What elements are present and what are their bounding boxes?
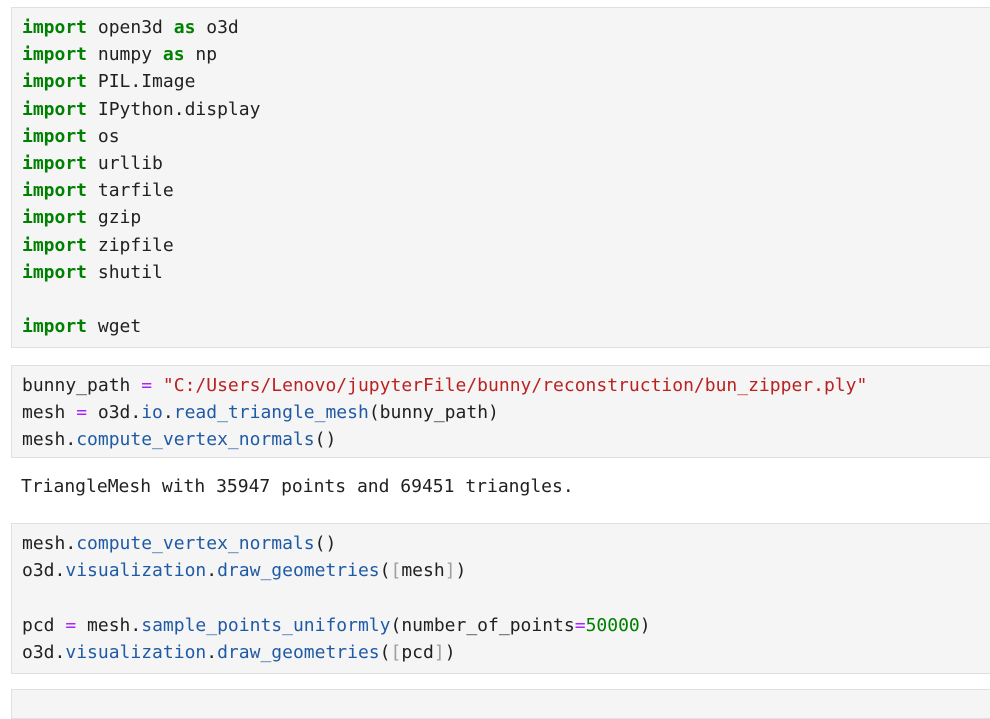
code-token: import xyxy=(22,17,88,38)
code-token: () xyxy=(314,533,337,554)
code-token: mesh. xyxy=(76,614,142,636)
code-line: import open3d as o3d xyxy=(22,14,990,41)
code-token: sample_points_uniformly xyxy=(141,614,391,636)
code-token: shutil xyxy=(87,261,163,283)
code-token: numpy xyxy=(87,44,163,66)
code-line: import PIL.Image xyxy=(22,68,990,95)
code-token: ) xyxy=(639,614,651,636)
code-line: bunny_path = "C:/Users/Lenovo/jupyterFil… xyxy=(22,372,990,399)
code-token: = xyxy=(141,375,153,396)
code-line: mesh.compute_vertex_normals() xyxy=(22,426,990,453)
code-token: = xyxy=(76,402,88,424)
code-line: import zipfile xyxy=(22,232,990,259)
code-token: visualization xyxy=(65,641,207,663)
code-cell-empty[interactable] xyxy=(11,689,990,719)
code-token: mesh xyxy=(22,402,77,424)
code-line: ​ xyxy=(22,584,990,611)
code-cell-load-mesh[interactable]: bunny_path = "C:/Users/Lenovo/jupyterFil… xyxy=(11,365,990,458)
code-token: ( xyxy=(379,641,391,663)
code-token: visualization xyxy=(65,560,207,582)
output-text: TriangleMesh with 35947 points and 69451… xyxy=(21,476,574,497)
code-token: zipfile xyxy=(87,234,174,256)
code-token: draw_geometries xyxy=(217,641,380,663)
code-token: compute_vertex_normals xyxy=(76,429,315,451)
code-token: pcd xyxy=(22,614,66,636)
code-token: ) xyxy=(455,560,467,582)
code-token: io xyxy=(141,402,163,424)
code-token: o3d xyxy=(195,17,239,38)
code-token: IPython.display xyxy=(87,98,261,120)
code-line: import os xyxy=(22,123,990,150)
code-token: gzip xyxy=(87,207,142,229)
code-token: pcd xyxy=(401,641,434,663)
code-token: tarfile xyxy=(87,180,174,202)
code-line: import urllib xyxy=(22,150,990,177)
code-token: os xyxy=(87,125,120,147)
code-token: 50000 xyxy=(585,614,640,636)
code-token: import xyxy=(22,44,88,66)
code-token: import xyxy=(22,316,88,338)
code-token: [ xyxy=(390,560,402,582)
code-token: ) xyxy=(444,641,456,663)
code-line: import numpy as np xyxy=(22,41,990,68)
code-token: as xyxy=(173,17,196,38)
code-token: . xyxy=(206,641,218,663)
code-line: o3d.visualization.draw_geometries([mesh]… xyxy=(22,557,990,584)
code-line: import wget xyxy=(22,313,990,340)
cell-output: TriangleMesh with 35947 points and 69451… xyxy=(11,465,990,515)
code-token: import xyxy=(22,234,88,256)
code-token: read_triangle_mesh xyxy=(173,402,369,424)
code-token: import xyxy=(22,125,88,147)
code-token: import xyxy=(22,98,88,120)
code-token: ( xyxy=(379,560,391,582)
code-token: o3d. xyxy=(22,560,66,582)
code-token: import xyxy=(22,71,88,93)
code-token: urllib xyxy=(87,152,163,174)
code-token: compute_vertex_normals xyxy=(76,533,315,554)
code-editor[interactable]: bunny_path = "C:/Users/Lenovo/jupyterFil… xyxy=(22,372,990,454)
code-line: ​ xyxy=(22,286,990,313)
code-token: o3d. xyxy=(87,402,142,424)
code-token: import xyxy=(22,261,88,283)
code-token: mesh. xyxy=(22,429,77,451)
code-token: () xyxy=(314,429,337,451)
code-token: o3d. xyxy=(22,641,66,663)
code-token: as xyxy=(162,44,185,66)
code-token: PIL.Image xyxy=(87,71,196,93)
code-line: mesh = o3d.io.read_triangle_mesh(bunny_p… xyxy=(22,399,990,426)
code-line: import shutil xyxy=(22,259,990,286)
code-line: pcd = mesh.sample_points_uniformly(numbe… xyxy=(22,612,990,639)
code-token xyxy=(152,375,163,396)
code-line: mesh.compute_vertex_normals() xyxy=(22,530,990,557)
code-token: . xyxy=(162,402,174,424)
code-token: ] xyxy=(444,560,456,582)
code-token: import xyxy=(22,152,88,174)
code-token: (number_of_points xyxy=(390,614,575,636)
code-token: (bunny_path) xyxy=(368,402,499,424)
code-token: = xyxy=(65,614,77,636)
code-token: [ xyxy=(390,641,402,663)
code-line: import tarfile xyxy=(22,177,990,204)
code-token: wget xyxy=(87,316,142,338)
code-editor[interactable]: mesh.compute_vertex_normals()o3d.visuali… xyxy=(22,530,990,666)
code-token: import xyxy=(22,180,88,202)
code-token: import xyxy=(22,207,88,229)
code-token: "C:/Users/Lenovo/jupyterFile/bunny/recon… xyxy=(162,375,868,396)
code-token: . xyxy=(206,560,218,582)
code-token: mesh. xyxy=(22,533,77,554)
code-line: import gzip xyxy=(22,204,990,231)
code-cell-visualize[interactable]: mesh.compute_vertex_normals()o3d.visuali… xyxy=(11,523,990,674)
code-line: o3d.visualization.draw_geometries([pcd]) xyxy=(22,639,990,666)
code-token: ] xyxy=(433,641,445,663)
code-token: = xyxy=(574,614,586,636)
code-token: mesh xyxy=(401,560,445,582)
code-token: open3d xyxy=(87,17,174,38)
code-token: draw_geometries xyxy=(217,560,380,582)
code-line: import IPython.display xyxy=(22,96,990,123)
code-token: bunny_path xyxy=(22,375,142,396)
code-token: np xyxy=(184,44,218,66)
